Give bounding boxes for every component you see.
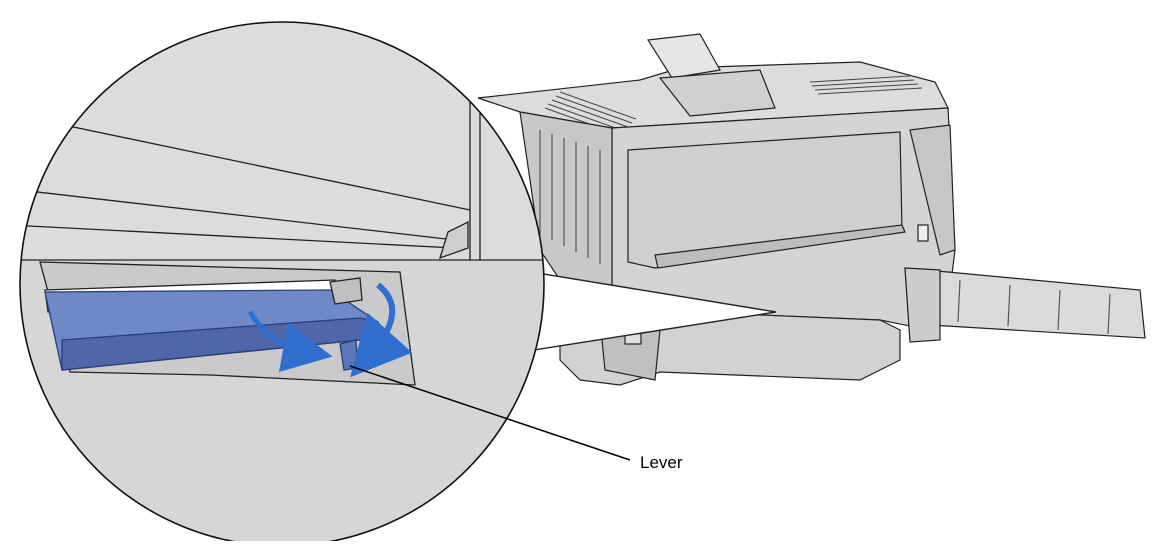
curved-arrow-lever — [350, 282, 413, 378]
zoom-callout-wedge — [469, 261, 777, 361]
magnified-view — [19, 21, 545, 546]
lever-leader-line — [349, 365, 631, 461]
lever-part — [339, 339, 359, 371]
lever-callout-label: Lever — [640, 453, 683, 472]
curved-arrow-down — [247, 310, 333, 373]
printer-illustration — [477, 33, 1146, 386]
